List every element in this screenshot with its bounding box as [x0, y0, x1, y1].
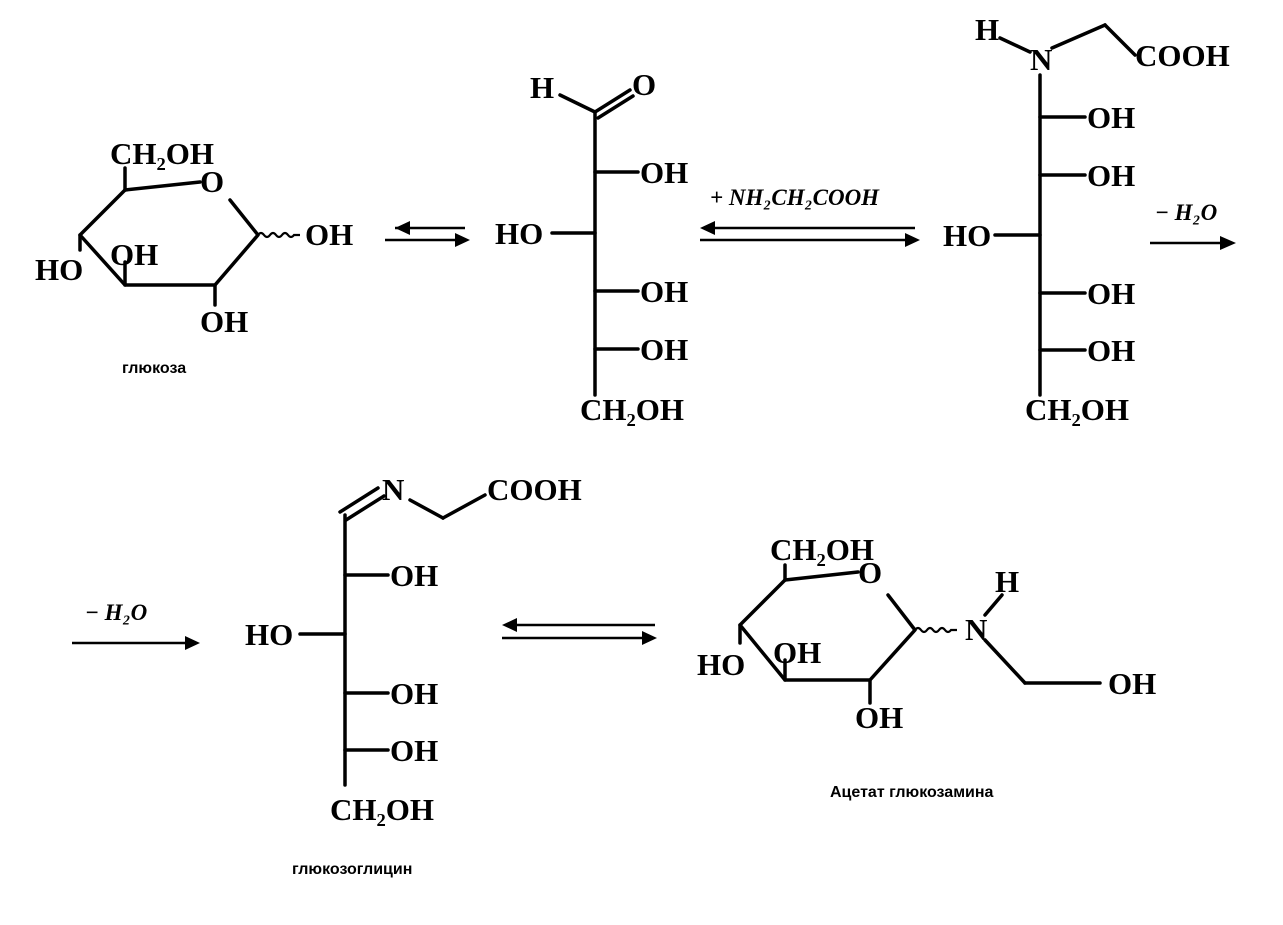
- adduct-h-label: H: [975, 12, 999, 47]
- gla-ho-label: HO: [697, 647, 745, 682]
- glucose-ho-label: HO: [35, 252, 83, 287]
- equilibrium-arrow-2: + NH₂CH₂COOH: [700, 185, 920, 247]
- open-ch2oh-label: CH₂OH: [580, 392, 684, 427]
- gla-n-label: N: [965, 612, 987, 647]
- reagent-label: + NH₂CH₂COOH: [710, 185, 880, 210]
- schiff-oh4-label: OH: [390, 733, 438, 768]
- adduct-oh4-label: OH: [1087, 276, 1135, 311]
- glucose-caption: глюкоза: [122, 360, 186, 377]
- equilibrium-arrow-1: [385, 221, 470, 247]
- equilibrium-arrow-3: [502, 618, 657, 645]
- glucose-molecule: CH₂OH O OH HO OH OH глюкоза: [35, 136, 353, 377]
- gla-caption: Ацетат глюкозамина: [830, 784, 994, 801]
- schiff-cn-double-1: [338, 486, 380, 514]
- adduct-ch2oh-label: CH₂OH: [1025, 392, 1129, 427]
- gla-h-label: H: [995, 564, 1019, 599]
- glycine-adduct: H N COOH OH OH HO OH OH CH₂OH: [943, 12, 1230, 427]
- minus-h2o-label-2: − H₂O: [85, 600, 147, 625]
- adduct-ho3-label: HO: [943, 218, 991, 253]
- open-oh4-label: OH: [640, 332, 688, 367]
- gla-oh-inner-label: OH: [773, 635, 821, 670]
- adduct-nch2-bond: [1050, 23, 1107, 50]
- gla-tail-oh-label: OH: [1108, 666, 1156, 701]
- glucose-oh-bottom-label: OH: [200, 304, 248, 339]
- schiff-oh1-label: OH: [390, 558, 438, 593]
- schiff-nch2-bond: [408, 498, 445, 520]
- glucose-ring-bonds: [78, 188, 260, 287]
- schiff-ch2c-bond: [441, 493, 487, 520]
- adduct-n-label: N: [1030, 42, 1052, 77]
- glucose-ch2oh-label: CH₂OH: [110, 136, 214, 171]
- glucose-oh-inner-label: OH: [110, 237, 158, 272]
- glucose-oh-right-label: OH: [305, 217, 353, 252]
- gla-ring-o-bond: [783, 570, 860, 582]
- gla-ring-o-label: O: [858, 555, 882, 590]
- open-chain-glucose: H O OH HO OH OH CH₂OH: [495, 67, 688, 427]
- gla-ring-bonds: [738, 578, 917, 682]
- dehydration-arrow-1: − H₂O: [1150, 200, 1236, 250]
- schiff-n-label: N: [382, 472, 404, 507]
- glucose-wavy-bond: [257, 231, 300, 239]
- schiff-cn-double-2: [344, 494, 386, 522]
- schiff-ch2oh-label: CH₂OH: [330, 792, 434, 827]
- open-oh1-label: OH: [640, 155, 688, 190]
- glucosamine-acetate: CH₂OH O N H OH HO OH OH Ацетат глюкозами…: [697, 532, 1156, 801]
- open-ch-bond: [558, 93, 597, 114]
- schiff-ho2-label: HO: [245, 617, 293, 652]
- open-co-bond-2: [596, 94, 635, 120]
- adduct-cooh-label: COOH: [1135, 38, 1230, 73]
- adduct-oh2-label: OH: [1087, 158, 1135, 193]
- open-h-label: H: [530, 70, 554, 105]
- gla-ch2oh-label: CH₂OH: [770, 532, 874, 567]
- open-oh3-label: OH: [640, 274, 688, 309]
- dehydration-arrow-2: − H₂O: [72, 600, 200, 650]
- schiff-cooh-label: COOH: [487, 472, 582, 507]
- adduct-ch2c-bond: [1103, 23, 1137, 57]
- gla-oh-bottom-label: OH: [855, 700, 903, 735]
- gla-wavy-bond: [914, 626, 957, 634]
- glucose-ring-o-label: O: [200, 164, 224, 199]
- schiff-base: N COOH OH HO OH OH CH₂OH глюкозоглицин: [245, 472, 582, 878]
- minus-h2o-label-1: − H₂O: [1155, 200, 1217, 225]
- glucose-ring-o-bond: [123, 180, 202, 192]
- schiff-caption: глюкозоглицин: [292, 861, 412, 878]
- adduct-oh1-label: OH: [1087, 100, 1135, 135]
- schiff-oh3-label: OH: [390, 676, 438, 711]
- open-ho2-label: HO: [495, 216, 543, 251]
- adduct-oh5-label: OH: [1087, 333, 1135, 368]
- open-o-label: O: [632, 67, 656, 102]
- open-co-bond-1: [593, 88, 632, 114]
- gla-nch2-bond: [983, 638, 1027, 685]
- adduct-hn-bond: [998, 36, 1032, 54]
- gla-nh-bond: [983, 593, 1004, 617]
